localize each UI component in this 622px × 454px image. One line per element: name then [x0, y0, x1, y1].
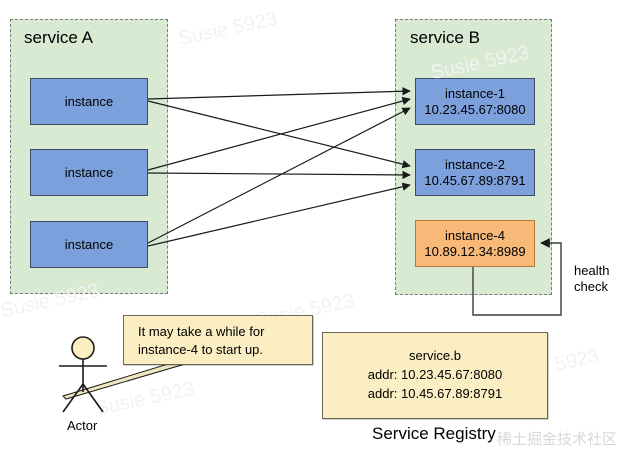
- service-a-title: service A: [24, 28, 93, 47]
- service-b-title: service B: [410, 28, 480, 47]
- health-check-line-2: check: [574, 279, 608, 295]
- edge-a2-b2: [147, 170, 411, 180]
- actor-leg-right: [82, 383, 104, 413]
- edge-a1-b1: [147, 87, 411, 100]
- edge-a1-b2: [147, 100, 411, 169]
- node-name: instance-1: [445, 86, 505, 102]
- node-label: instance: [64, 93, 114, 109]
- edge-a3-b2: [147, 182, 411, 247]
- edge-a3-b1: [147, 107, 411, 244]
- actor-leg-left: [62, 383, 84, 413]
- callout-note: It may take a while for instance-4 to st…: [123, 315, 313, 365]
- service-b-instance-1[interactable]: instance-1 10.23.45.67:8080: [415, 78, 535, 125]
- service-b-instance-4[interactable]: instance-4 10.89.12.34:8989: [415, 220, 535, 267]
- health-check-line-1: health: [574, 263, 610, 278]
- actor-label: Actor: [67, 418, 98, 433]
- service-a-instance-3[interactable]: instance: [30, 221, 148, 268]
- service-a-instance-1[interactable]: instance: [30, 78, 148, 125]
- node-address: 10.45.67.89:8791: [424, 172, 526, 188]
- health-check-label: health check: [574, 263, 609, 296]
- service-registry-box: service.b addr: 10.23.45.67:8080 addr: 1…: [322, 332, 548, 419]
- edge-health-check: [472, 238, 562, 316]
- node-address: 10.89.12.34:8989: [424, 243, 526, 259]
- node-label: instance: [64, 236, 114, 252]
- node-address: 10.23.45.67:8080: [424, 101, 526, 117]
- edge-a2-b1: [147, 96, 411, 171]
- node-label: instance: [64, 164, 114, 180]
- registry-addr-2: addr: 10.45.67.89:8791: [367, 385, 503, 401]
- registry-service-name: service.b: [408, 348, 462, 364]
- callout-line-1: It may take a while for: [138, 324, 265, 339]
- callout-line-2: instance-4 to start up.: [138, 341, 264, 357]
- service-registry-caption: Service Registry: [372, 424, 496, 443]
- actor-head-icon: [71, 336, 95, 360]
- service-b-instance-2[interactable]: instance-2 10.45.67.89:8791: [415, 149, 535, 196]
- node-name: instance-4: [445, 228, 505, 244]
- service-a-instance-2[interactable]: instance: [30, 149, 148, 196]
- registry-addr-1: addr: 10.23.45.67:8080: [367, 367, 503, 383]
- watermark-community: 稀土掘金技术社区: [497, 431, 618, 448]
- node-name: instance-2: [445, 157, 505, 173]
